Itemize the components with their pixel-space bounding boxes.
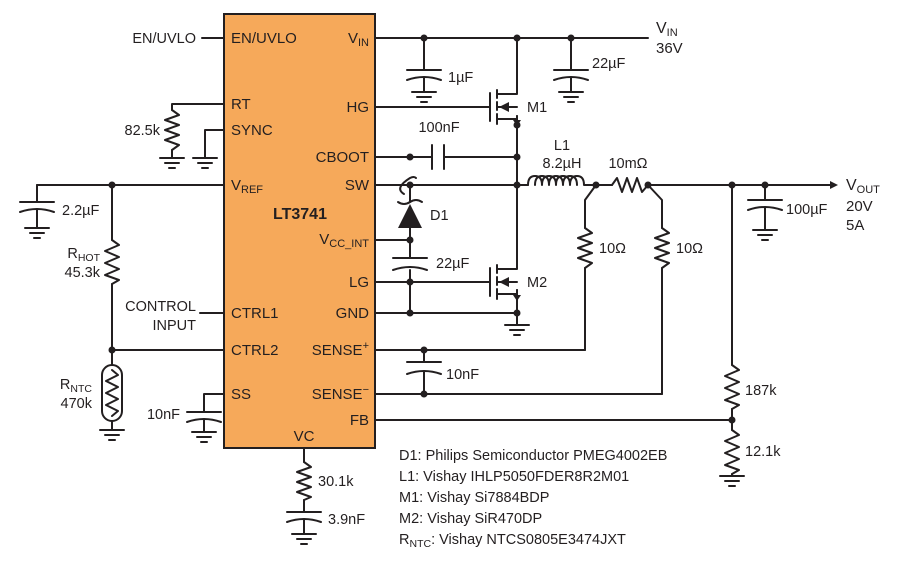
vref-capacitor-value: 2.2µF <box>62 203 100 219</box>
ground-icon <box>504 324 530 336</box>
mosfet-m1 <box>489 87 521 126</box>
junction-dots <box>108 34 769 424</box>
rt-resistor-value: 82.5k <box>125 123 161 139</box>
pin-ctrl1: CTRL1 <box>231 305 279 322</box>
ntc-thermistor <box>101 364 123 422</box>
vout-current: 5A <box>846 217 864 234</box>
vout-label: VOUT <box>846 177 880 196</box>
filter-resistor-1 <box>577 227 593 269</box>
pin-ss: SS <box>231 386 251 403</box>
wires <box>36 37 831 513</box>
pin-en-uvlo: EN/UVLO <box>231 30 297 47</box>
vc-resistor-value: 30.1k <box>318 474 354 490</box>
rhot-value: 45.3k <box>65 265 101 281</box>
ground-icon <box>192 157 218 169</box>
pin-cboot: CBOOT <box>316 149 369 166</box>
pin-vc: VC <box>294 428 315 445</box>
bom-line-m2: M2: Vishay SiR470DP <box>399 511 542 527</box>
vin-capacitor-22uf <box>553 69 589 103</box>
output-capacitor <box>747 199 783 241</box>
sense-resistor <box>611 177 649 193</box>
vin-capacitor-1uf-value: 1µF <box>448 70 473 86</box>
pin-gnd: GND <box>336 305 370 322</box>
vout-voltage: 20V <box>846 198 873 215</box>
pin-sw: SW <box>345 177 370 194</box>
vc-capacitor-value: 3.9nF <box>328 512 365 528</box>
sense-capacitor-value: 10nF <box>446 367 479 383</box>
output-capacitor-value: 100µF <box>786 202 828 218</box>
vref-capacitor <box>19 201 55 239</box>
cboot-capacitor <box>431 144 445 170</box>
d1-label: D1 <box>430 208 449 224</box>
pin-sense-plus: SENSE+ <box>312 340 369 359</box>
inductor-l1 <box>527 175 597 186</box>
cboot-capacitor-value: 100nF <box>418 120 459 136</box>
bom-line-m1: M1: Vishay Si7884BDP <box>399 490 549 506</box>
bom-line-d1: D1: Philips Semiconductor PMEG4002EB <box>399 448 667 464</box>
ground-icon <box>159 157 185 169</box>
mosfet-m2 <box>489 261 521 301</box>
control-input-label: CONTROL <box>125 299 196 315</box>
pin-hg: HG <box>347 99 370 116</box>
vin-label: VIN <box>656 20 678 39</box>
diode-d1 <box>397 199 423 228</box>
fb-resistor-top-value: 187k <box>745 383 777 399</box>
rhot-label: RHOT <box>67 246 100 264</box>
filter-resistor-2 <box>654 227 670 269</box>
rt-resistor <box>164 109 180 151</box>
filter-resistor-1-value: 10Ω <box>599 241 626 257</box>
pin-vref: VREF <box>231 177 263 196</box>
vcc-int-capacitor <box>392 257 428 271</box>
pin-vin: VIN <box>348 30 369 49</box>
en-uvlo-label: EN/UVLO <box>132 31 196 47</box>
d1-pointer <box>399 176 417 195</box>
inductor-l1-value: 8.2µH <box>543 156 582 172</box>
ss-capacitor <box>186 411 222 443</box>
bom-line-rntc: RNTC: Vishay NTCS0805E3474JXT <box>399 532 626 550</box>
rntc-value: 470k <box>61 396 93 412</box>
vc-capacitor <box>286 511 322 545</box>
rntc-label: RNTC <box>60 377 92 395</box>
fb-resistor-bottom-value: 12.1k <box>745 444 781 460</box>
m1-label: M1 <box>527 100 547 116</box>
bill-of-materials: D1: Philips Semiconductor PMEG4002EB L1:… <box>399 448 667 550</box>
vout-arrow-icon <box>830 181 838 189</box>
filter-resistor-2-value: 10Ω <box>676 241 703 257</box>
vcc-int-capacitor-value: 22µF <box>436 256 469 272</box>
inductor-l1-name: L1 <box>554 138 570 154</box>
pin-ctrl2: CTRL2 <box>231 342 279 359</box>
lt3741-chip <box>223 13 376 449</box>
chip-part-number: LT3741 <box>273 206 327 223</box>
vin-voltage: 36V <box>656 40 683 57</box>
vin-capacitor-22uf-value: 22µF <box>592 56 625 72</box>
vin-capacitor-1uf <box>406 69 442 103</box>
fb-resistor-top <box>724 364 740 410</box>
ground-icon <box>99 429 125 441</box>
vc-resistor <box>296 461 312 501</box>
ss-capacitor-value: 10nF <box>147 407 180 423</box>
pin-lg: LG <box>349 274 369 291</box>
control-input-label-2: INPUT <box>153 318 197 334</box>
pin-rt: RT <box>231 96 251 113</box>
pin-fb: FB <box>350 412 369 429</box>
bom-line-l1: L1: Vishay IHLP5050FDER8R2M01 <box>399 469 629 485</box>
pin-vcc-int: VCC_INT <box>319 231 369 250</box>
sense-resistor-value: 10mΩ <box>608 156 647 172</box>
rhot-resistor <box>104 239 120 285</box>
sense-capacitor <box>406 361 442 375</box>
ground-icon <box>719 475 745 487</box>
m2-label: M2 <box>527 275 547 291</box>
pin-sense-minus: SENSE− <box>312 384 369 403</box>
pin-sync: SYNC <box>231 122 273 139</box>
fb-resistor-bottom <box>724 429 740 475</box>
